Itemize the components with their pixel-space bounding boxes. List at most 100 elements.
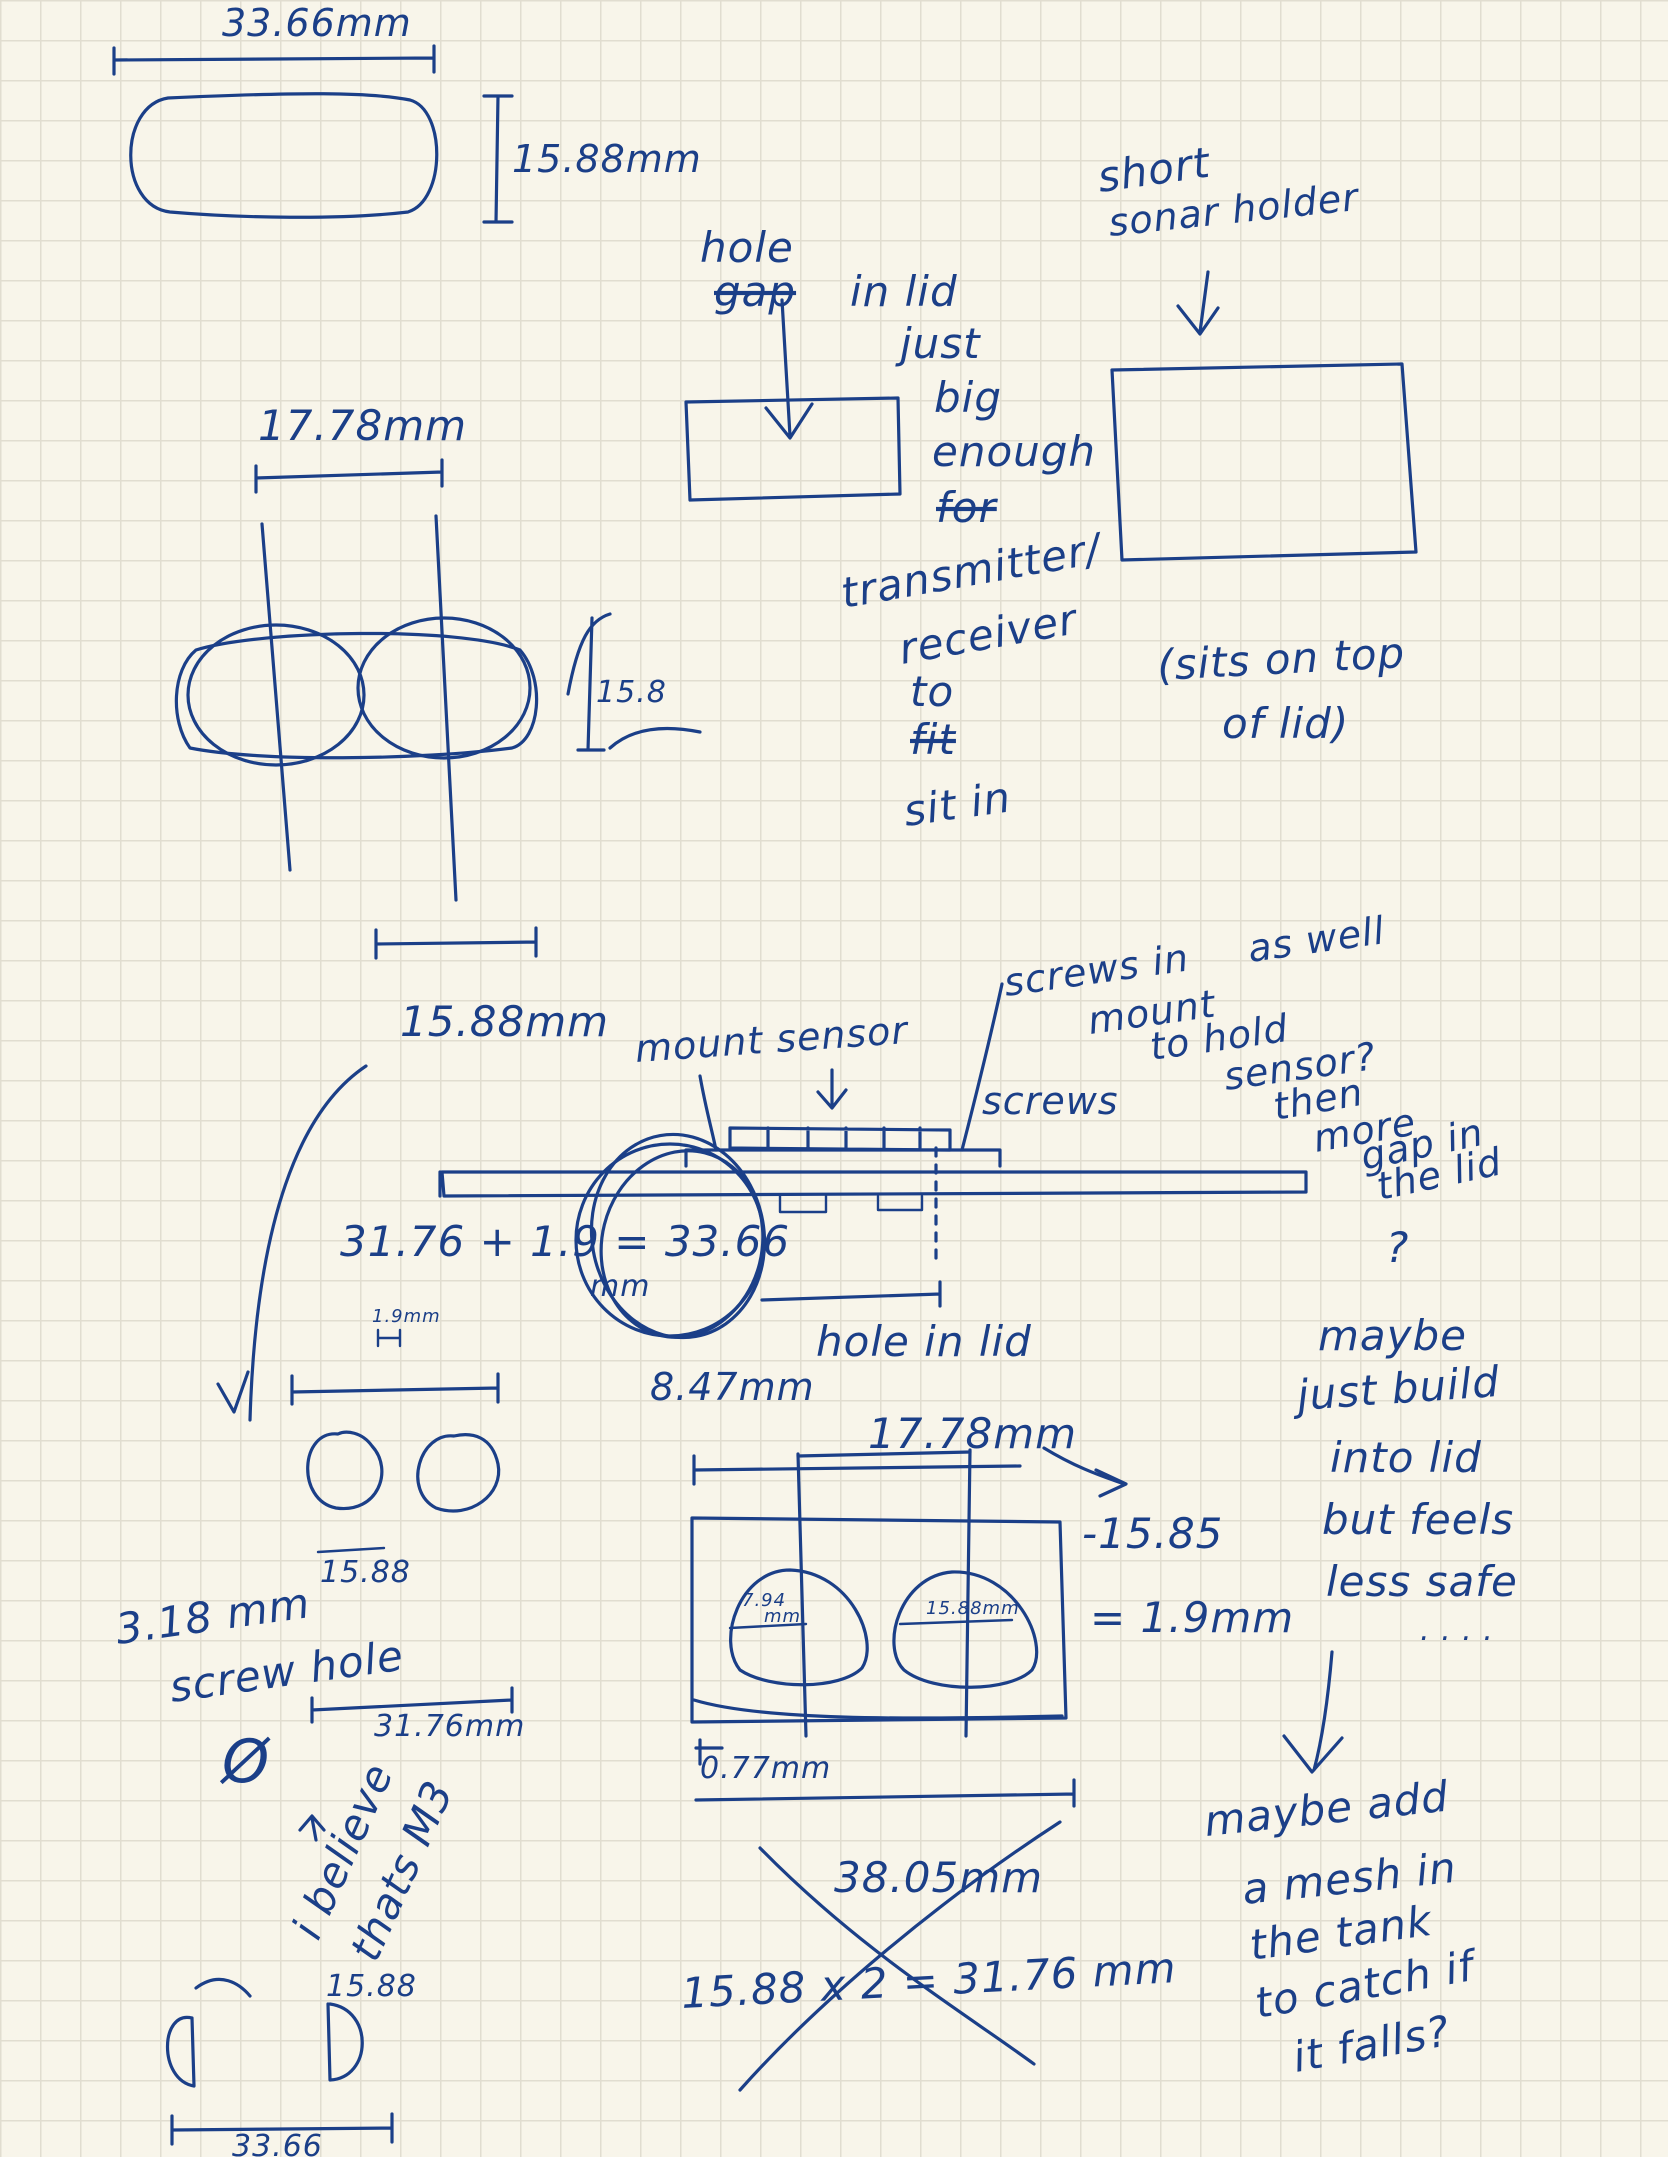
- label-screws: screws: [982, 1079, 1119, 1123]
- note-enough: enough: [932, 427, 1096, 476]
- sensor-circle-3: [574, 1142, 766, 1338]
- note-to: to: [910, 667, 954, 716]
- circle-left: [186, 623, 366, 767]
- note-less-safe: less safe: [1326, 1557, 1518, 1606]
- plate-sketch: 17.78mm -15.85 = 1.9mm 7.94 mm 15.88mm 0…: [680, 1409, 1294, 2092]
- label-3805: 38.05mm: [834, 1853, 1043, 1902]
- label-794-unit: mm: [764, 1606, 801, 1627]
- plate-vertical-left: [796, 1452, 808, 1738]
- vertical-line-right: [434, 514, 458, 902]
- dim-below-line: [374, 926, 538, 960]
- dim-1778-line: [796, 1450, 972, 1458]
- note-into-lid: into lid: [1330, 1433, 1482, 1482]
- arrow-to-hole: [764, 298, 814, 440]
- dim-below-label: 15.88mm: [400, 997, 609, 1046]
- label-hole-in-lid: hole in lid: [816, 1317, 1032, 1366]
- arrow-up-believe: [298, 1814, 326, 1842]
- line-mount-pointer: [698, 1074, 718, 1152]
- line-screws-pointer: [960, 982, 1004, 1152]
- rounded-tri-right: [892, 1570, 1039, 1689]
- note-for: for: [936, 483, 998, 532]
- label-847: 8.47mm: [650, 1365, 815, 1409]
- dim-19-line: [376, 1328, 402, 1348]
- label-formula: 15.88 x 2 = 31.76 mm: [680, 1943, 1178, 2018]
- dim-width-line: [254, 458, 444, 494]
- arrow-down-right: [1282, 1650, 1344, 1774]
- dim-3805-line: [694, 1778, 1076, 1808]
- vertical-line-left: [260, 522, 292, 872]
- label-1778: 17.78mm: [868, 1409, 1077, 1458]
- rounded-tri-left: [729, 1568, 869, 1687]
- lid-bar: [438, 1170, 1308, 1198]
- dim-1588-line: [316, 1546, 386, 1554]
- label-sum-formula: 31.76 + 1.9 = 33.66: [340, 1217, 790, 1266]
- dim-height-line: [482, 94, 514, 224]
- note-maybe-add: maybe add: [1202, 1772, 1451, 1846]
- note-maybe: maybe: [1318, 1311, 1467, 1360]
- label-bottom-1588: 15.88: [326, 1969, 417, 2004]
- circle-right: [356, 616, 532, 760]
- label-screw-hole: screw hole: [167, 1631, 407, 1712]
- sketch-oval-sensor: 33.66mm 15.88mm: [112, 1, 702, 224]
- dim-1588-line: [898, 1618, 1014, 1626]
- cross-line-1: [758, 1846, 1036, 2066]
- dim-077-line: [694, 1738, 724, 1766]
- arrow-1585: [1042, 1446, 1128, 1498]
- sonar-holder-sketch: short sonar holder (sits on top of lid): [1095, 138, 1418, 748]
- hole-rectangle: [684, 396, 902, 502]
- dim-top-line: [692, 1454, 1022, 1486]
- note-big: big: [934, 373, 1002, 422]
- label-1588-small: 15.88: [320, 1555, 411, 1590]
- plate-vertical-right: [964, 1448, 972, 1738]
- circle-pair-left: [306, 1430, 384, 1511]
- label-equals-19: = 1.9mm: [1090, 1593, 1294, 1642]
- sketch-two-circles: 17.78mm 15.8 15.88mm: [174, 401, 702, 1046]
- note-sit-in: sit in: [901, 772, 1014, 836]
- holder-rectangle: [1110, 362, 1418, 562]
- dim-hole-line: [760, 1280, 942, 1308]
- sensor-mount-top: [728, 1126, 952, 1152]
- label-077: 0.77mm: [700, 1751, 831, 1786]
- plate-bottom-curve: [692, 1698, 1064, 1720]
- dim-bottom-line: [170, 2112, 394, 2146]
- note-as-well: as well: [1245, 908, 1388, 971]
- label-sits-on-top: (sits on top: [1156, 628, 1406, 690]
- mount-diagram: mount sensor 31.76 + 1.9 = 33.66 mm hole…: [216, 908, 1506, 1422]
- bottom-piece-left: [165, 1977, 252, 2088]
- note-just-build: just build: [1290, 1357, 1501, 1420]
- note-but-feels: but feels: [1322, 1495, 1514, 1544]
- bottom-piece-right: [326, 2002, 364, 2082]
- dim-height-bracket: [566, 612, 702, 752]
- arrow-mount-sensor: [816, 1068, 848, 1110]
- note-dots: . . . .: [1420, 1613, 1494, 1648]
- curved-arrow-down: [216, 1064, 368, 1422]
- note-hole: hole: [700, 223, 794, 272]
- arrow-to-holder: [1176, 270, 1220, 336]
- label-bottom-3366: 33.66: [232, 2129, 323, 2157]
- label-of-lid: of lid): [1222, 699, 1349, 748]
- label-mount-sensor: mount sensor: [634, 1008, 911, 1071]
- label-794: 7.94: [742, 1590, 786, 1611]
- dim-height-label: 15.88mm: [512, 137, 702, 181]
- dim-width-label: 33.66mm: [222, 1, 412, 45]
- dim-3176-line: [310, 1686, 514, 1724]
- left-lower-sketches: 1.9mm 3.18 mm 15.88 screw hole Ø 31.76mm…: [113, 1306, 525, 2157]
- label-sum-unit: mm: [590, 1269, 650, 1304]
- outer-outline: [174, 631, 539, 760]
- dim-height-label: 15.8: [596, 675, 667, 710]
- stadium-outline: [129, 92, 439, 219]
- note-question: ?: [1386, 1223, 1409, 1272]
- lid-notches: [778, 1194, 924, 1214]
- dim-width-line: [112, 44, 436, 76]
- circle-pair-right: [416, 1433, 501, 1513]
- mount-bracket: [684, 1148, 1002, 1168]
- hole-in-lid-note: hole gap in lid just big enough for tran…: [684, 223, 1107, 836]
- label-3176: 31.76mm: [374, 1709, 525, 1744]
- note-receiver: receiver: [895, 594, 1082, 674]
- label-1588: 15.88mm: [926, 1598, 1020, 1619]
- note-just: just: [895, 319, 981, 368]
- label-318: 3.18 mm: [113, 1578, 314, 1654]
- note-fit: fit: [910, 715, 956, 764]
- plate-outline: [690, 1516, 1068, 1724]
